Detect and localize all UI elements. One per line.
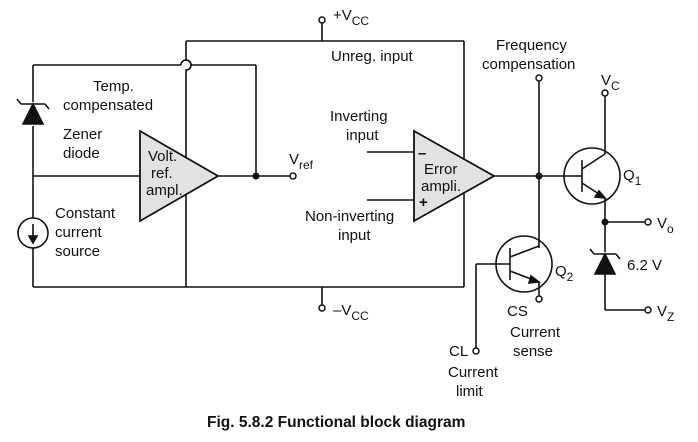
zener-triangle xyxy=(21,102,45,125)
current-source-arrow xyxy=(27,235,39,245)
current-sense-label-1: Current xyxy=(510,324,561,341)
error-output-node: Frequency compensation xyxy=(482,37,575,248)
error-amp-label-2: ampli. xyxy=(421,178,461,195)
current-sense-label-2: sense xyxy=(513,343,553,360)
unreg-input-label: Unreg. input xyxy=(331,48,414,65)
vcc-pos-terminal xyxy=(318,16,326,24)
output-zener-triangle xyxy=(593,252,617,275)
cl-label: CL xyxy=(449,343,468,360)
vz-label: VZ xyxy=(657,303,674,324)
vcc-pos-label: +VCC xyxy=(333,7,369,28)
freq-label-1: Frequency xyxy=(496,37,567,54)
error-amplifier: Error ampli. – + Inverting input Non-inv… xyxy=(305,108,496,244)
vo-output: Vo xyxy=(601,215,674,236)
reference-section: Temp. compensated Zener diode Constant c… xyxy=(16,59,257,288)
transistor-q1: VC Q1 xyxy=(563,72,642,252)
noninverting-label-1: Non-inverting xyxy=(305,208,394,225)
cs-terminal xyxy=(535,295,543,303)
vo-terminal xyxy=(644,218,652,226)
q1-collector xyxy=(581,153,606,170)
q1-emitter-arrow xyxy=(593,189,607,199)
vcc-neg-label: –VCC xyxy=(333,302,369,323)
temp-label-2: compensated xyxy=(63,97,153,114)
error-amp-label-1: Error xyxy=(424,161,457,178)
cl-terminal xyxy=(472,347,480,355)
noninverting-label-2: input xyxy=(338,227,371,244)
zener-diode-symbol xyxy=(16,98,50,125)
q2-label: Q2 xyxy=(555,263,574,284)
plus-sign: + xyxy=(419,194,428,211)
q2-emitter-arrow xyxy=(527,274,542,284)
vref-terminal xyxy=(289,172,297,180)
volt-ref-triangle xyxy=(139,129,220,223)
vc-terminal xyxy=(601,89,609,97)
vo-label: Vo xyxy=(657,215,674,236)
error-amp-triangle xyxy=(413,129,496,223)
inverting-label-1: Inverting xyxy=(330,108,388,125)
vz-terminal xyxy=(644,306,652,314)
current-limit-label-2: limit xyxy=(456,383,483,400)
volt-ref-label-1: Volt. xyxy=(148,148,177,165)
current-limit-label-1: Current xyxy=(448,364,499,381)
vref-label: Vref xyxy=(289,151,314,172)
vc-label: VC xyxy=(601,72,620,93)
volt-ref-label-3: ampl. xyxy=(146,182,183,199)
vref-junction xyxy=(252,172,260,180)
temp-label-1: Temp. xyxy=(93,78,134,95)
volt-ref-amplifier: Volt. ref. ampl. Vref xyxy=(139,129,314,223)
q2-collector xyxy=(509,245,540,258)
freq-label-2: compensation xyxy=(482,56,575,73)
cs-label: CS xyxy=(507,303,528,320)
const-label-2: current xyxy=(55,224,103,241)
const-label-1: Constant xyxy=(55,205,116,222)
current-source-symbol xyxy=(17,217,49,249)
q1-label: Q1 xyxy=(623,167,642,188)
crossover-hump xyxy=(180,59,192,66)
volt-ref-label-2: ref. xyxy=(151,165,173,182)
minus-sign: – xyxy=(418,145,426,162)
zener-voltage-label: 6.2 V xyxy=(627,257,662,274)
freq-comp-terminal xyxy=(535,74,543,82)
vcc-neg-terminal xyxy=(318,304,326,312)
figure-caption: Fig. 5.8.2 Functional block diagram xyxy=(207,414,465,431)
const-label-3: source xyxy=(55,243,100,260)
transistor-q2: CS Current sense Q2 CL Current limit xyxy=(448,235,574,400)
zener-label-2: diode xyxy=(63,145,100,162)
vcc-positive: +VCC xyxy=(318,7,369,41)
inverting-label-2: input xyxy=(346,127,379,144)
output-zener: 6.2 V VZ xyxy=(589,248,674,324)
q1-envelope xyxy=(563,147,621,205)
current-source-circle xyxy=(17,217,49,249)
zener-label-1: Zener xyxy=(63,126,102,143)
vcc-negative: –VCC xyxy=(318,287,369,323)
